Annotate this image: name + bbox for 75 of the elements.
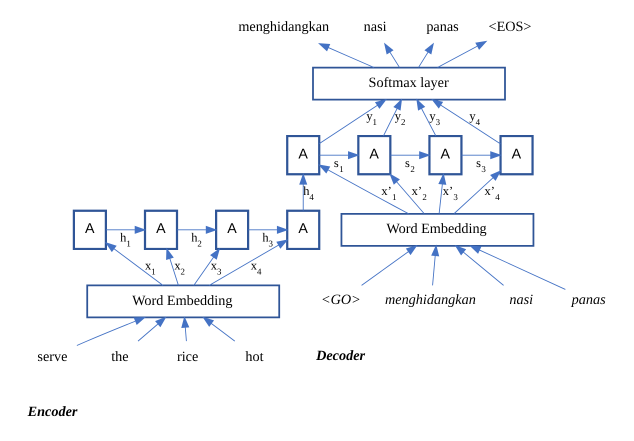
edge-label: y$_{3}$ — [429, 109, 440, 128]
arrow — [76, 316, 146, 346]
edge-label: y$_{4}$ — [469, 109, 480, 128]
node-box: A — [499, 134, 534, 176]
edge-label: x$_{2}$ — [174, 258, 185, 277]
edge-label: h$_{2}$ — [191, 230, 202, 249]
arrow — [166, 248, 179, 286]
node-text: <EOS> — [488, 18, 532, 35]
edge-label: h$_{3}$ — [262, 230, 273, 249]
arrow — [383, 98, 402, 136]
node-text: nasi — [509, 292, 534, 308]
arrow — [202, 316, 236, 342]
edge-label: x’$_{4}$ — [484, 184, 500, 202]
arrow — [299, 173, 308, 211]
label: Decoder — [316, 348, 366, 364]
node-text: nasi — [364, 18, 387, 35]
node-text: <GO> — [321, 292, 361, 308]
node-text: menghidangkan — [385, 292, 476, 308]
arrow — [318, 151, 360, 160]
arrow — [438, 172, 446, 214]
edge-label: x$_{4}$ — [250, 258, 262, 277]
edge-label: y$_{2}$ — [394, 109, 406, 128]
arrow — [469, 245, 566, 290]
node-text: panas — [572, 292, 606, 308]
arrow — [461, 151, 502, 160]
edge-label: x$_{1}$ — [145, 258, 156, 277]
node-box: Softmax layer — [312, 66, 506, 100]
node-text: rice — [177, 348, 198, 365]
arrow — [454, 170, 502, 214]
node-box: Word Embedding — [340, 212, 534, 247]
arrow — [318, 99, 387, 144]
node-box: A — [357, 134, 392, 176]
arrow — [454, 244, 504, 286]
arrow — [318, 43, 374, 68]
edge-label: h$_{4}$ — [303, 184, 314, 202]
arrow — [138, 316, 166, 342]
node-text: the — [111, 348, 129, 365]
arrow — [416, 98, 436, 136]
node-box: A — [286, 134, 320, 176]
arrow — [361, 245, 418, 286]
arrow — [105, 242, 164, 286]
arrow — [431, 244, 440, 286]
node-box: A — [144, 210, 178, 250]
arrow — [181, 316, 190, 342]
node-box: A — [286, 210, 320, 250]
edge-label: s$_{2}$ — [405, 156, 415, 174]
arrow — [437, 40, 488, 68]
arrow — [431, 98, 501, 144]
node-box: A — [72, 210, 107, 250]
node-box: A — [215, 210, 250, 250]
arrow — [248, 226, 288, 234]
node-text: panas — [426, 18, 459, 35]
edge-label: s$_{1}$ — [334, 156, 344, 174]
edge-label: x’$_{3}$ — [442, 184, 458, 202]
node-box: A — [428, 134, 463, 176]
edge-label: s$_{3}$ — [476, 156, 486, 174]
arrow — [193, 248, 220, 286]
edge-label: x’$_{1}$ — [381, 184, 397, 202]
edge-label: h$_{1}$ — [120, 230, 131, 249]
node-text: menghidangkan — [238, 18, 330, 35]
arrow — [318, 164, 410, 214]
node-text: hot — [245, 348, 264, 365]
arrow — [418, 42, 434, 68]
arrow — [390, 151, 431, 160]
node-box: Word Embedding — [86, 284, 280, 318]
edge-label: x’$_{2}$ — [412, 184, 427, 202]
arrow — [176, 226, 218, 234]
label: Encoder — [28, 404, 78, 420]
edge-label: x$_{3}$ — [210, 258, 222, 277]
node-text: serve — [37, 348, 68, 365]
arrow — [389, 173, 424, 214]
arrow — [384, 42, 400, 68]
edge-label: y$_{1}$ — [366, 109, 377, 128]
arrow — [208, 239, 288, 286]
arrow — [106, 226, 146, 234]
